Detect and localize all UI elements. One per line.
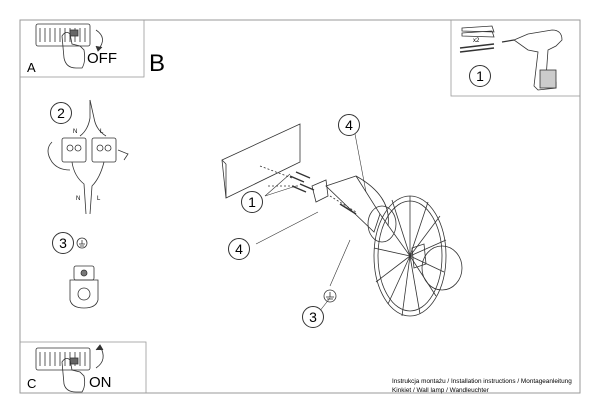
quantity-label: x2 <box>473 38 480 44</box>
ground-terminal-icon <box>69 265 99 309</box>
panel-c-label: C <box>27 376 37 391</box>
step-1-plate: 1 <box>241 191 263 213</box>
outer-frame <box>19 19 581 394</box>
panel-c-state: ON <box>89 374 112 391</box>
step-3-ground-main: 3 <box>302 306 324 328</box>
step-1-tools: 1 <box>469 65 491 87</box>
hand-on-icon <box>61 358 86 393</box>
ground-symbol-icon <box>76 237 88 249</box>
panel-a-frame <box>19 19 145 78</box>
wire-n-top: N <box>73 129 78 135</box>
wiring-diagram <box>47 99 129 215</box>
panel-b-label: B <box>149 50 166 77</box>
wall-plug-icon <box>461 25 495 38</box>
step-4-arm: 4 <box>338 114 360 136</box>
drill-icon <box>501 29 563 91</box>
leader-lines <box>255 133 367 313</box>
step-4-bracket: 4 <box>228 238 250 260</box>
lamp-arm <box>325 175 397 243</box>
hand-off-icon <box>61 32 86 69</box>
lamp-shade-grille <box>373 195 447 317</box>
wall-plate <box>221 123 301 199</box>
screw-icon <box>459 43 495 53</box>
footer-product: Kinkiet / Wall lamp / Wandleuchter <box>392 387 489 394</box>
switch-block-on-icon <box>35 347 91 371</box>
panel-a-label: A <box>27 60 36 75</box>
panel-a-state: OFF <box>87 50 117 67</box>
mounting-bracket <box>311 179 329 203</box>
panel-tools-frame <box>450 19 581 97</box>
wire-n-bottom: N <box>76 196 81 202</box>
footer-instructions: Instrukcja montażu / Installation instru… <box>392 378 572 385</box>
switch-block-off-icon <box>35 23 91 47</box>
panel-c-frame <box>19 341 147 394</box>
ground-symbol-main-icon <box>323 289 337 303</box>
step-2-wiring: 2 <box>50 102 72 124</box>
bulb <box>411 243 463 291</box>
wire-l-bottom: L <box>97 196 101 202</box>
wire-l-top: L <box>100 129 104 135</box>
screw-assembly <box>259 165 357 215</box>
step-3-ground: 3 <box>52 232 74 254</box>
